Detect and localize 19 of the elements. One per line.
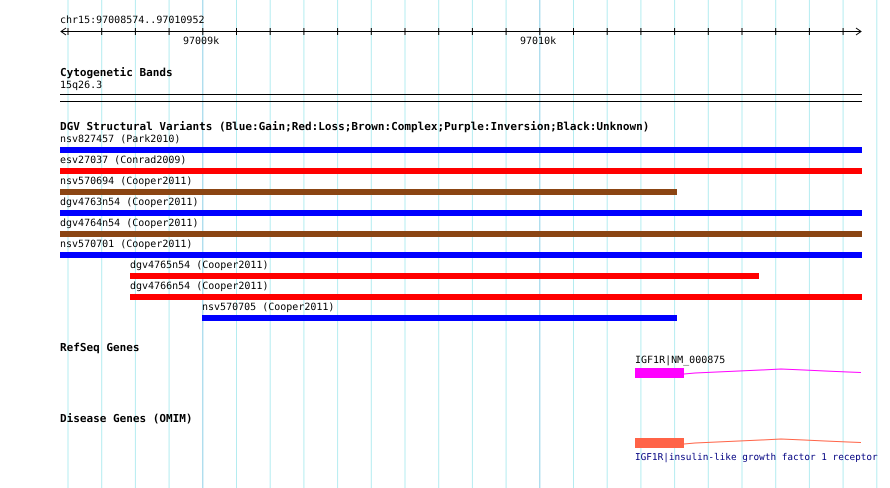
variant-label: nsv827457 (Park2010) [60,134,180,146]
tick-label: 97009k [183,36,220,48]
variant-label: dgv4766n54 (Cooper2011) [130,281,268,293]
track-title: RefSeq Genes [60,342,140,354]
band-label: 15q26.3 [60,80,102,92]
tick-label: 97010k [520,36,556,48]
track-title: Disease Genes (OMIM) [60,413,192,425]
variant-label: nsv570694 (Cooper2011) [60,176,192,188]
variant-label: dgv4765n54 (Cooper2011) [130,260,268,272]
track-title: DGV Structural Variants (Blue:Gain;Red:Loss;Brown:Complex;Purple:Inversion;Black:Unknown) [60,121,650,133]
variant-label: dgv4764n54 (Cooper2011) [60,218,198,230]
region-title: chr15:97008574..97010952 [60,15,204,27]
gene-label: IGF1R|NM_000875 [635,355,726,367]
gene-label: IGF1R|insulin-like growth factor 1 receptor [635,452,878,464]
variant-label: esv27037 (Conrad2009) [60,155,186,167]
variant-label: nsv570705 (Cooper2011) [202,302,334,314]
track-title: Cytogenetic Bands [60,67,173,79]
variant-label: nsv570701 (Cooper2011) [60,239,192,251]
variant-label: dgv4763n54 (Cooper2011) [60,197,198,209]
